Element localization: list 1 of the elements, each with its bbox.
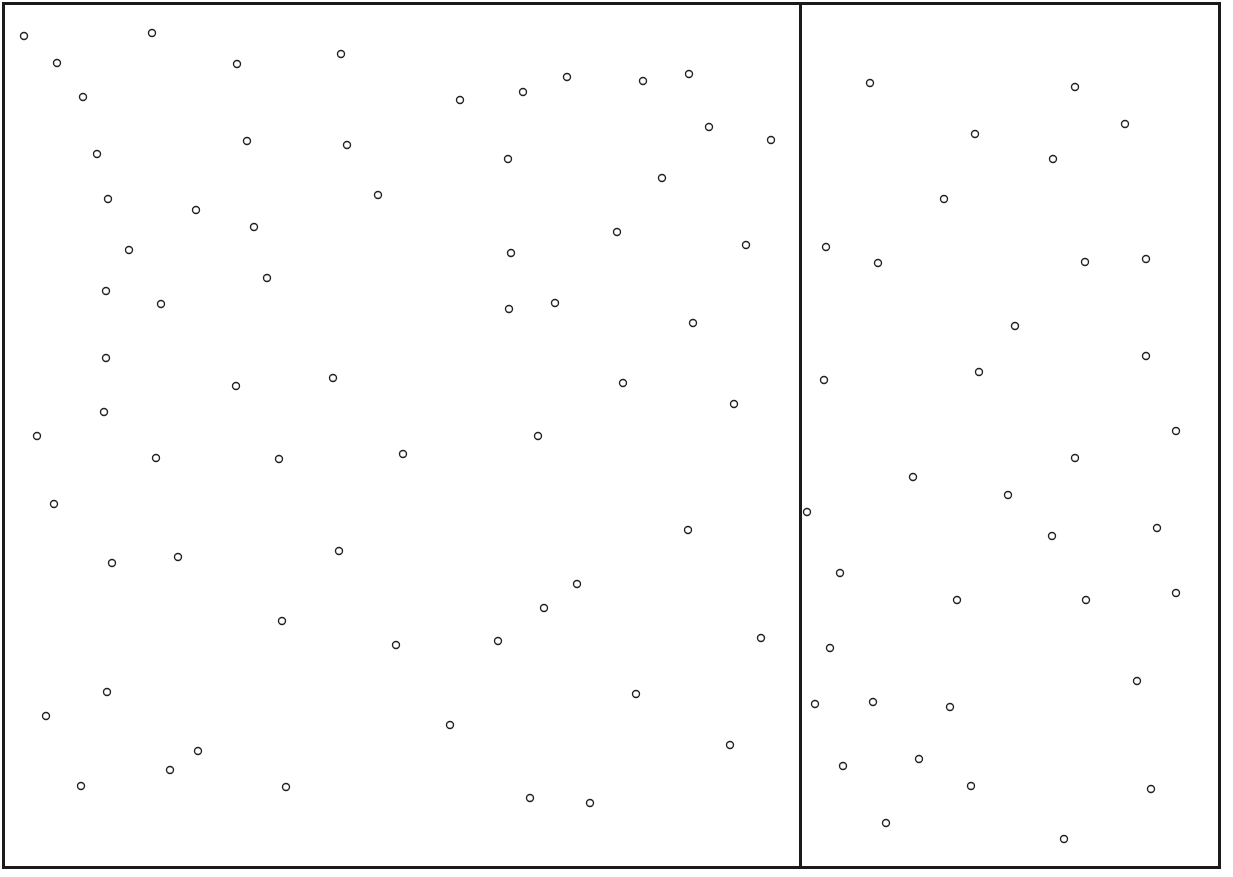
panel-frame <box>799 2 1221 869</box>
